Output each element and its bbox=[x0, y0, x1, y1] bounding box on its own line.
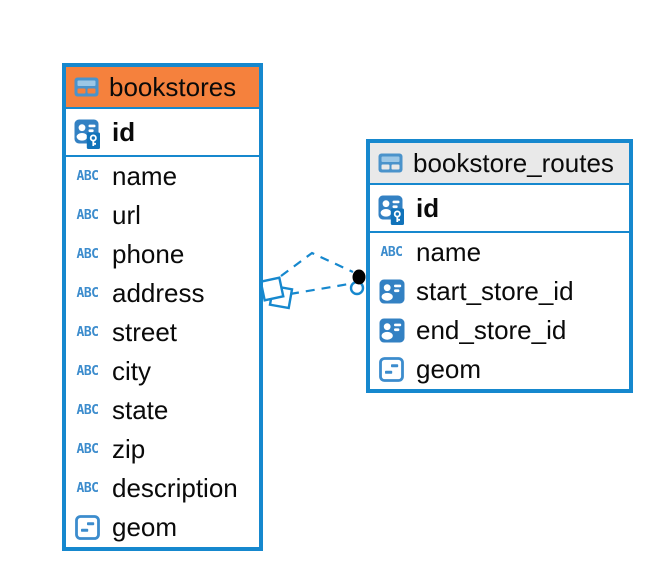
column-name: id bbox=[416, 192, 440, 223]
text-icon: ABC bbox=[76, 286, 99, 301]
column-row[interactable]: geom bbox=[66, 508, 259, 547]
table-header[interactable]: bookstores bbox=[66, 67, 259, 109]
column-name: phone bbox=[112, 239, 185, 269]
column-row[interactable]: start_store_id bbox=[370, 272, 629, 311]
column-row[interactable]: ABC state bbox=[66, 391, 259, 430]
text-icon: ABC bbox=[76, 442, 99, 457]
text-icon: ABC bbox=[76, 325, 99, 340]
column-name: geom bbox=[416, 354, 482, 384]
stacked-square-back bbox=[268, 284, 294, 310]
text-icon: ABC bbox=[76, 208, 99, 223]
column-name: geom bbox=[112, 512, 178, 542]
target-ring-icon bbox=[349, 280, 365, 296]
column-name: description bbox=[112, 473, 238, 503]
table-title: bookstore_routes bbox=[413, 147, 614, 178]
relationship-target-marker[interactable] bbox=[349, 269, 366, 296]
relationship-line-lower[interactable] bbox=[289, 282, 350, 296]
column-row[interactable]: end_store_id bbox=[370, 311, 629, 350]
geometry-icon bbox=[376, 357, 407, 382]
column-row[interactable]: ABC description bbox=[66, 469, 259, 508]
text-icon: ABC bbox=[76, 481, 99, 496]
column-name: url bbox=[112, 200, 141, 230]
column-name: id bbox=[112, 116, 136, 147]
target-dot-icon bbox=[352, 269, 366, 285]
text-icon: ABC bbox=[76, 247, 99, 262]
text-icon: ABC bbox=[380, 245, 403, 260]
column-name: name bbox=[112, 161, 178, 191]
text-icon: ABC bbox=[76, 364, 99, 379]
table-icon bbox=[74, 77, 99, 97]
column-name: start_store_id bbox=[416, 276, 574, 306]
column-row[interactable]: ABC zip bbox=[66, 430, 259, 469]
column-name: end_store_id bbox=[416, 315, 567, 345]
geometry-icon bbox=[72, 515, 103, 540]
column-row[interactable]: id bbox=[370, 185, 629, 233]
column-row[interactable]: ABC name bbox=[66, 157, 259, 196]
column-name: address bbox=[112, 278, 205, 308]
text-icon: ABC bbox=[76, 403, 99, 418]
primary-key-icon bbox=[72, 115, 103, 150]
table-header[interactable]: bookstore_routes bbox=[370, 143, 629, 185]
table-title: bookstores bbox=[109, 71, 237, 102]
column-name: street bbox=[112, 317, 178, 347]
primary-key-icon bbox=[376, 191, 407, 226]
stacked-square-front bbox=[259, 276, 285, 302]
column-row[interactable]: id bbox=[66, 109, 259, 157]
column-name: name bbox=[416, 237, 482, 267]
relationship-line-upper[interactable] bbox=[280, 251, 354, 277]
column-name: state bbox=[112, 395, 169, 425]
column-name: zip bbox=[112, 434, 146, 464]
column-row[interactable]: ABC city bbox=[66, 352, 259, 391]
column-row[interactable]: ABC phone bbox=[66, 235, 259, 274]
column-name: city bbox=[112, 356, 151, 386]
column-row[interactable]: ABC street bbox=[66, 313, 259, 352]
foreign-key-icon bbox=[376, 318, 407, 343]
column-row[interactable]: ABC url bbox=[66, 196, 259, 235]
relationship-source-marker[interactable] bbox=[259, 276, 294, 310]
table-icon bbox=[378, 153, 403, 173]
foreign-key-icon bbox=[376, 279, 407, 304]
column-row[interactable]: ABC name bbox=[370, 233, 629, 272]
column-row[interactable]: geom bbox=[370, 350, 629, 389]
column-row[interactable]: ABC address bbox=[66, 274, 259, 313]
text-icon: ABC bbox=[76, 169, 99, 184]
